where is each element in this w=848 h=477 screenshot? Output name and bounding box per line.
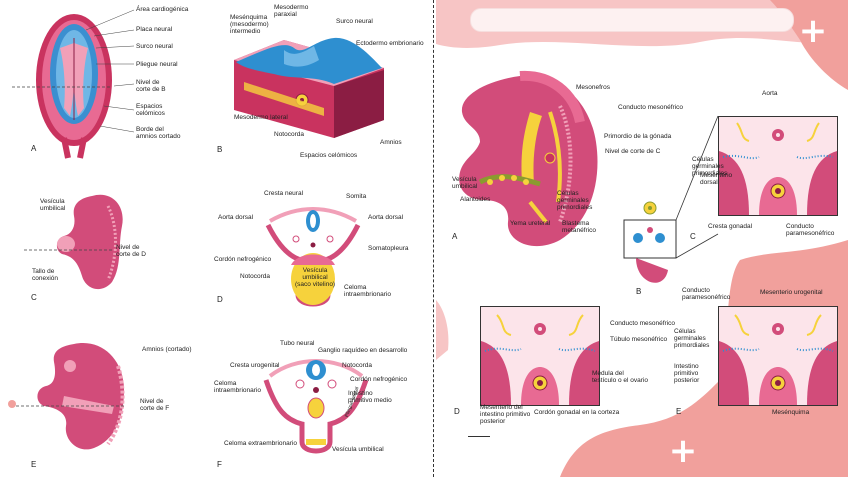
label: Vesícula umbilical (saco vitelino) (295, 267, 335, 288)
right-d-section-drawing (481, 307, 599, 405)
label: Mesenterio dorsal (700, 172, 732, 186)
panel-letter: D (454, 407, 460, 416)
label: Conducto mesonéfrico (610, 320, 675, 327)
panel-letter: E (31, 460, 36, 469)
label: Área cardiogénica (136, 6, 188, 13)
label: Tallo de conexión (32, 268, 58, 282)
label: Amnios (cortado) (142, 346, 192, 353)
label: Mesodermo lateral (234, 114, 288, 121)
label: Somatopleura (368, 245, 408, 252)
panel-letter: A (31, 144, 36, 153)
label: Conducto paramesonéfrico (682, 287, 730, 301)
label: Vesícula umbilical (332, 446, 384, 453)
label: Surco neural (136, 43, 173, 50)
label: Cordón gonadal en la corteza (534, 409, 619, 416)
label: Celoma intraembrionario (214, 380, 261, 394)
label: Ectodermo embrionario (356, 40, 424, 47)
label: Aorta dorsal (218, 214, 253, 221)
label: Nivel de corte de D (116, 244, 146, 258)
label: Espacios celómicos (136, 103, 165, 117)
label: Notocorda (274, 131, 304, 138)
panel-letter: A (452, 232, 457, 241)
label: Cresta urogenital (230, 362, 280, 369)
label: Somita (346, 193, 366, 200)
label: Espacios celómicos (300, 152, 357, 159)
label: Aorta (762, 90, 778, 97)
small-dot (8, 400, 16, 408)
label: Primordio de la gónada (604, 133, 671, 140)
label: Ganglio raquídeo en desarrollo (318, 347, 407, 354)
label: Tubo neural (280, 340, 314, 347)
label: Notocorda (342, 362, 372, 369)
label: Intestino primitivo posterior (674, 363, 699, 384)
panel-letter: B (636, 287, 641, 296)
panel-letter: E (676, 407, 681, 416)
label: Notocorda (240, 273, 270, 280)
panel-b-section-drawing (224, 20, 394, 140)
label: Mesénquima (mesodermo) intermedio (230, 14, 269, 35)
label: Blastema metanéfrico (562, 220, 596, 234)
panel-e-level-line (16, 405, 126, 407)
label: Alantoides (460, 196, 490, 203)
label: Médula del testículo o el ovario (592, 370, 648, 384)
label: Vesícula umbilical (452, 176, 477, 190)
right-e-section-drawing (719, 307, 837, 405)
label: Células germinales primordiales (674, 328, 709, 349)
label: Nivel de corte de C (605, 148, 660, 155)
label: Nivel de corte de F (140, 398, 169, 412)
label: Nivel de corte de B (136, 79, 166, 93)
left-figure-panel: Área cardiogénica Placa neural Surco neu… (16, 0, 426, 477)
label: Borde del amnios cortado (136, 126, 180, 140)
right-e-box (718, 306, 838, 406)
search-bar (470, 8, 794, 32)
label: Aorta dorsal (368, 214, 403, 221)
panel-c-level-line (24, 249, 114, 251)
label: Cordón nefrogénico (350, 376, 407, 383)
panel-e-embryo-drawing (34, 336, 134, 456)
panel-letter: C (31, 293, 37, 302)
label: Mesenterio del intestino primitivo poste… (480, 404, 530, 425)
label: Mesenterio urogenital (760, 289, 823, 296)
label: Túbulo mesonéfrico (610, 336, 667, 343)
label: Mesonefros (576, 84, 610, 91)
panel-letter: C (690, 232, 696, 241)
plus-icon: + (796, 14, 830, 48)
label: Cordón nefrogénico (214, 256, 271, 263)
label: Mesénquima (772, 409, 809, 416)
label: Pliegue neural (136, 61, 178, 68)
panel-letter: D (217, 295, 223, 304)
panel-letter: F (217, 460, 222, 469)
divider-marks (468, 436, 490, 437)
label: Yema ureteral (510, 220, 550, 227)
right-d-box (480, 306, 600, 406)
label: Conducto mesonéfrico (618, 104, 683, 111)
label: Amnios (380, 139, 402, 146)
panel-a-leader-lines (74, 6, 144, 146)
panel-letter: B (217, 145, 222, 154)
label: Mesodermo paraxial (274, 4, 308, 18)
label: Vesícula umbilical (40, 198, 65, 212)
right-c-section-drawing (719, 117, 837, 215)
label: Placa neural (136, 26, 172, 33)
right-c-box (718, 116, 838, 216)
panel-divider (433, 0, 434, 477)
label: Células germinales primordiales (557, 190, 592, 211)
label: Cresta neural (264, 190, 303, 197)
label: Conducto paramesonéfrico (786, 223, 834, 237)
label: Surco neural (336, 18, 373, 25)
label: Celoma extraembrionario (224, 440, 297, 447)
label: Cresta gonadal (708, 223, 752, 230)
label: Celoma intraembrionario (344, 284, 391, 298)
right-figure-panel: Mesonefros Primordio de la gónada Nivel … (440, 50, 848, 477)
